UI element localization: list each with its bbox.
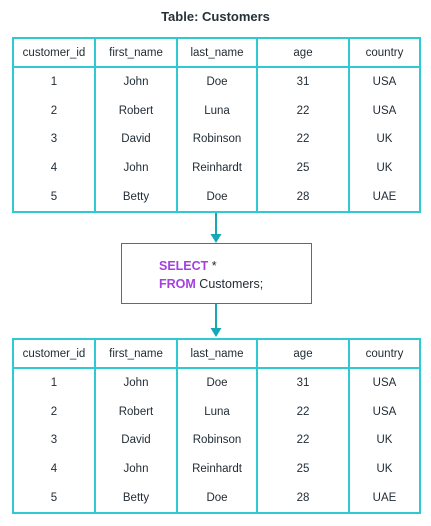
table-row: 3 David Robinson 22 UK xyxy=(12,125,421,154)
cell-country: UK xyxy=(348,125,421,154)
cell-country: UK xyxy=(348,426,421,455)
arrow-to-result xyxy=(210,304,222,337)
table-row: 4 John Reinhardt 25 UK xyxy=(12,153,421,183)
table-row: 2 Robert Luna 22 USA xyxy=(12,397,421,427)
column-header-customer-id: customer_id xyxy=(12,338,96,369)
cell-age: 25 xyxy=(256,454,350,484)
cell-customer-id: 5 xyxy=(12,182,96,213)
cell-country: UK xyxy=(348,153,421,183)
cell-last-name: Doe xyxy=(176,368,258,398)
cell-age: 22 xyxy=(256,125,350,154)
cell-country: UAE xyxy=(348,182,421,213)
from-table: Customers; xyxy=(195,277,264,291)
table-row: 5 Betty Doe 28 UAE xyxy=(12,483,421,514)
table-row: 4 John Reinhardt 25 UK xyxy=(12,454,421,484)
table-row: 2 Robert Luna 22 USA xyxy=(12,96,421,126)
cell-customer-id: 4 xyxy=(12,454,96,484)
column-header-last-name: last_name xyxy=(176,338,258,369)
table-row: 5 Betty Doe 28 UAE xyxy=(12,182,421,213)
cell-first-name: John xyxy=(94,454,178,484)
column-header-country: country xyxy=(348,37,421,68)
query-select-line: SELECT * xyxy=(159,259,217,273)
cell-last-name: Reinhardt xyxy=(176,153,258,183)
cell-country: USA xyxy=(348,397,421,427)
query-from-line: FROM Customers; xyxy=(159,277,263,291)
column-header-first-name: first_name xyxy=(94,338,178,369)
cell-first-name: David xyxy=(94,426,178,455)
cell-last-name: Doe xyxy=(176,483,258,514)
cell-last-name: Luna xyxy=(176,397,258,427)
cell-age: 28 xyxy=(256,182,350,213)
customers-table: customer_id first_name last_name age cou… xyxy=(12,37,421,213)
column-header-first-name: first_name xyxy=(94,37,178,68)
cell-customer-id: 2 xyxy=(12,397,96,427)
cell-customer-id: 1 xyxy=(12,368,96,398)
cell-age: 22 xyxy=(256,397,350,427)
cell-country: USA xyxy=(348,368,421,398)
cell-country: UAE xyxy=(348,483,421,514)
column-header-age: age xyxy=(256,37,350,68)
table-row: 3 David Robinson 22 UK xyxy=(12,426,421,455)
result-table: customer_id first_name last_name age cou… xyxy=(12,338,421,514)
select-columns: * xyxy=(208,259,217,273)
cell-last-name: Doe xyxy=(176,67,258,97)
cell-first-name: John xyxy=(94,368,178,398)
cell-last-name: Robinson xyxy=(176,426,258,455)
cell-country: USA xyxy=(348,96,421,126)
cell-customer-id: 2 xyxy=(12,96,96,126)
cell-age: 25 xyxy=(256,153,350,183)
cell-customer-id: 1 xyxy=(12,67,96,97)
table-row: 1 John Doe 31 USA xyxy=(12,368,421,398)
cell-customer-id: 5 xyxy=(12,483,96,514)
cell-customer-id: 3 xyxy=(12,426,96,455)
cell-age: 28 xyxy=(256,483,350,514)
table-header-row: customer_id first_name last_name age cou… xyxy=(12,37,421,68)
select-keyword: SELECT xyxy=(159,259,209,273)
from-keyword: FROM xyxy=(159,277,196,291)
cell-customer-id: 3 xyxy=(12,125,96,154)
cell-age: 31 xyxy=(256,67,350,97)
cell-first-name: Betty xyxy=(94,182,178,213)
table-row: 1 John Doe 31 USA xyxy=(12,67,421,97)
column-header-age: age xyxy=(256,338,350,369)
column-header-country: country xyxy=(348,338,421,369)
cell-first-name: John xyxy=(94,67,178,97)
table-title: Table: Customers xyxy=(161,9,270,24)
cell-customer-id: 4 xyxy=(12,153,96,183)
cell-first-name: David xyxy=(94,125,178,154)
cell-first-name: Robert xyxy=(94,96,178,126)
cell-country: UK xyxy=(348,454,421,484)
table-header-row: customer_id first_name last_name age cou… xyxy=(12,338,421,369)
sql-query-box: SELECT * FROM Customers; xyxy=(121,243,312,304)
cell-first-name: Robert xyxy=(94,397,178,427)
column-header-customer-id: customer_id xyxy=(12,37,96,68)
cell-first-name: Betty xyxy=(94,483,178,514)
cell-first-name: John xyxy=(94,153,178,183)
arrow-to-query xyxy=(210,213,222,243)
cell-country: USA xyxy=(348,67,421,97)
cell-last-name: Robinson xyxy=(176,125,258,154)
cell-last-name: Doe xyxy=(176,182,258,213)
cell-age: 31 xyxy=(256,368,350,398)
cell-age: 22 xyxy=(256,96,350,126)
cell-age: 22 xyxy=(256,426,350,455)
cell-last-name: Reinhardt xyxy=(176,454,258,484)
cell-last-name: Luna xyxy=(176,96,258,126)
column-header-last-name: last_name xyxy=(176,37,258,68)
